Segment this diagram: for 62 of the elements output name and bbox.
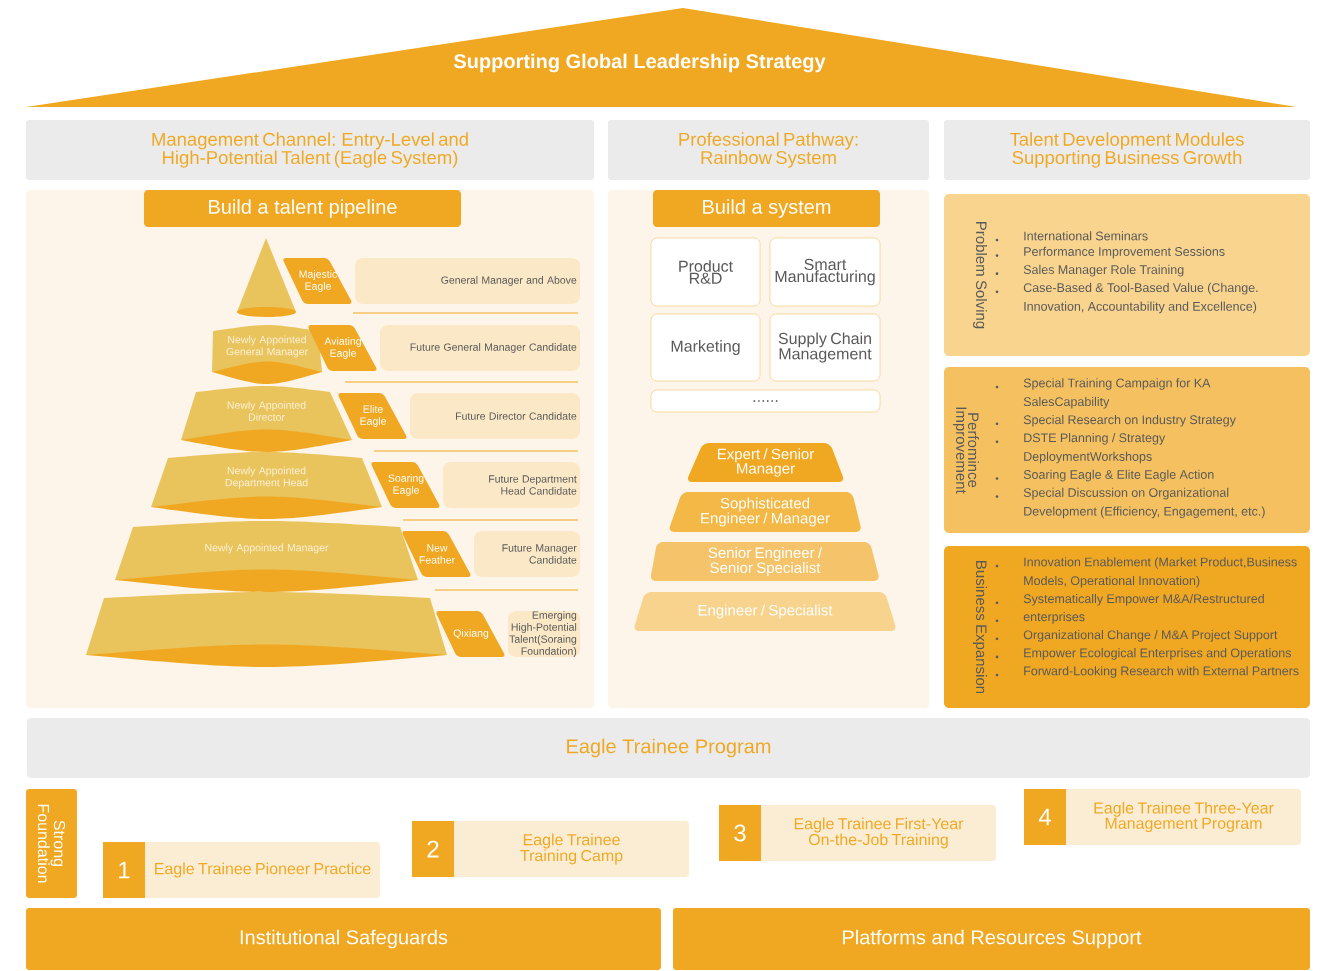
bullet-item: Organizational Change / M&A Project Support [995,630,1278,642]
step-label: Eagle Trainee Training Camp [520,833,623,865]
function-box: Supply Chain Management [769,313,881,382]
level-band: General Manager and Above [355,258,580,304]
level-tag: Aviating Eagle [308,325,377,371]
bullet-item: DSTE Planning / Strategy DeploymentWorkshops [995,433,1166,464]
title-banner: Build a talent pipeline [144,190,461,227]
bullet-item: Performance Improvement Sessions [995,246,1225,259]
level-band: Future Director Candidate [410,393,580,439]
level-band: Future Manager Candidate [474,531,580,577]
step-number: 4 [1024,789,1066,845]
level-tag: Qixiang [436,611,505,657]
level-band: Future General Manager Candidate [380,325,580,371]
pyramid-tier: Newly Appointed General Manager [212,325,322,384]
level-band: Future Department Head Candidate [443,462,580,508]
function-box: Marketing [650,313,761,382]
step-label: Eagle Trainee Pioneer Practice [155,862,371,878]
bullet-item: Soaring Eagle & Elite Eagle Action [995,469,1214,482]
base-bar: Institutional Safeguards [26,908,661,970]
bullet-item: Special Research on Industry Strategy [995,414,1236,427]
bullet-item: Innovation Enablement (Market Product,Business Models, Operational Innovation) [995,557,1297,588]
pyramid-tier: Newly Appointed Director [181,386,352,452]
title-banner: Build a system [653,190,880,227]
bullet-item: Systematically Empower M&A/Restructured [995,593,1264,606]
bullet-item: Case-Based & Tool-Based Value (Change. Innovation, Accountability and Excellence) [995,282,1258,314]
step-label: Eagle Trainee Three-Year Management Program [1094,801,1274,833]
program-band: Eagle Trainee Program [27,718,1310,778]
vertical-title: Business Expansion [973,561,987,694]
step-label: Eagle Trainee First-Year On-the-Job Training [794,817,964,849]
level-tag: New Feather [402,531,471,577]
pyramid-cone [237,238,296,317]
function-box: Smart Manufacturing [769,237,881,307]
pyramid-tier: Newly Appointed Department Head [151,452,382,519]
level-band: Emerging High-Potential Talent(Soraing Foundation) [508,611,580,657]
step-number: 3 [719,805,761,861]
bullet-item: Special Discussion on Organizational Development (Efficiency, Engagement, etc.) [995,487,1265,519]
bullet-item: Empower Ecological Enterprises and Operations [995,648,1292,660]
grade-step: Sophisticated Engineer / Manager [669,492,861,532]
function-box: Product R&D [650,237,761,307]
bullet-item: Special Training Campaign for KA SalesCapability [995,378,1211,409]
vertical-title: Perfomince Improvement [953,407,979,494]
roof-banner: Supporting Global Leadership Strategy [26,8,1297,107]
base-bar: Platforms and Resources Support [673,908,1310,970]
grade-step: Senior Engineer / Senior Specialist [651,542,879,581]
section-header: Management Channel: Entry-Level and High-Potential Talent (Eagle System) [26,120,594,180]
section-header: Professional Pathway: Rainbow System [608,120,929,180]
bullet-item: Forward-Looking Research with External Partners [995,666,1299,678]
bullet-item: International Seminars [995,231,1148,242]
step-number: 1 [103,842,145,898]
pyramid-tier: Newly Appointed Manager [115,521,418,592]
vertical-title: Problem Solving [973,222,987,329]
grade-step: Engineer / Specialist [634,592,896,631]
foundation-box: Strong Foundation [26,789,77,898]
step-number: 2 [412,821,454,877]
function-box: ...... [650,389,881,413]
level-tag: Soaring Eagle [371,462,440,508]
grade-step: Expert / Senior Manager [687,443,844,482]
section-header: Talent Development Modules Supporting Business Growth [944,120,1310,180]
bullet-item: enterprises [995,612,1085,624]
level-tag: Elite Eagle [338,393,407,439]
bullet-item: Sales Manager Role Training [995,264,1184,277]
level-tag: Majestic Eagle [283,258,352,304]
